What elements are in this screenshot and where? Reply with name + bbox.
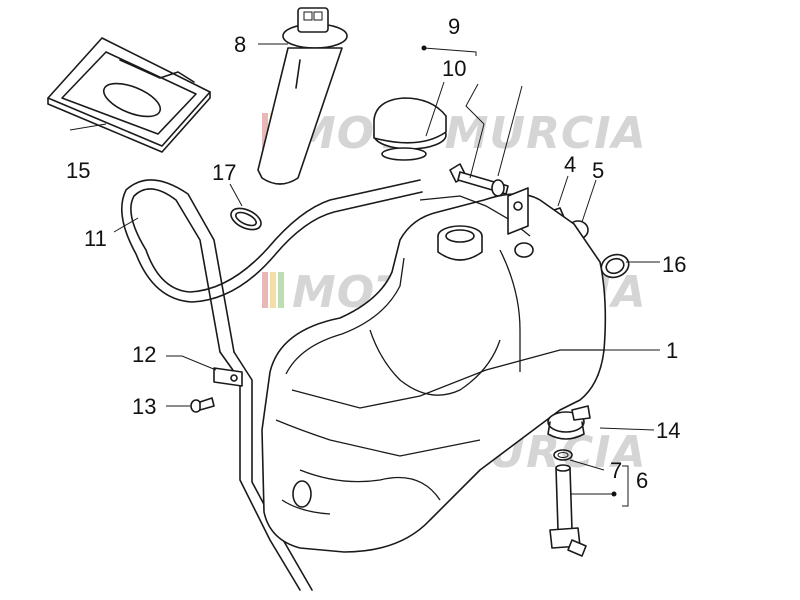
callout-4: 4 bbox=[564, 152, 576, 177]
part-6-fuel-tap bbox=[549, 464, 587, 557]
callout-5: 5 bbox=[592, 158, 604, 183]
part-8-fuel-pump bbox=[257, 7, 348, 185]
part-7-o-ring bbox=[553, 449, 573, 461]
callout-9: 9 bbox=[448, 14, 460, 39]
leader-lines bbox=[69, 43, 660, 507]
callout-14: 14 bbox=[656, 418, 680, 443]
part-12-hose-clip bbox=[213, 367, 243, 387]
callout-15: 15 bbox=[66, 158, 90, 183]
callout-17: 17 bbox=[212, 160, 236, 185]
part-14-clip bbox=[547, 405, 591, 440]
callout-10: 10 bbox=[442, 56, 466, 81]
callout-labels: 8 9 10 15 17 4 5 11 16 1 12 13 14 7 6 bbox=[66, 14, 686, 493]
callout-12: 12 bbox=[132, 342, 156, 367]
callout-6: 6 bbox=[636, 468, 648, 493]
watermark-text: MOTOMURCIA bbox=[292, 108, 647, 159]
part-11-vent-hose bbox=[120, 179, 423, 591]
callout-13: 13 bbox=[132, 394, 156, 419]
part-1-fuel-tank bbox=[261, 187, 607, 553]
part-15-cover-plate bbox=[47, 37, 211, 153]
part-17-hose-clamp bbox=[230, 207, 262, 231]
callout-11: 11 bbox=[84, 226, 107, 251]
callout-1: 1 bbox=[666, 338, 678, 363]
callout-7: 7 bbox=[610, 458, 622, 483]
callout-8: 8 bbox=[234, 32, 246, 57]
part-16-hose-clamp bbox=[600, 253, 630, 279]
watermark-top: MOTOMURCIA bbox=[262, 108, 647, 159]
part-13-screw bbox=[190, 397, 215, 413]
part-bolt bbox=[449, 163, 509, 197]
callout-16: 16 bbox=[662, 252, 686, 277]
